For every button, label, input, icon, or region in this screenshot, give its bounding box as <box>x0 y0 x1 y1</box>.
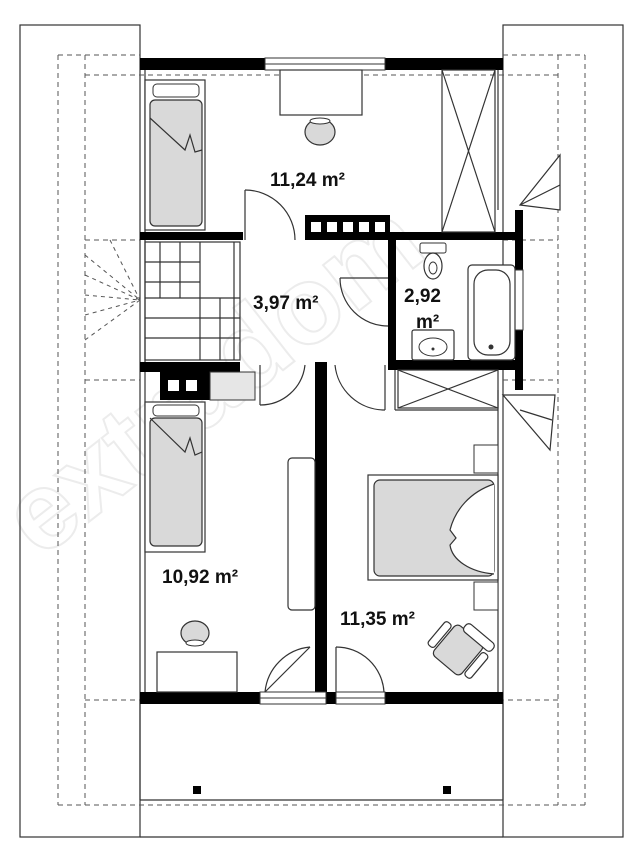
bed-bottom-left <box>144 401 206 553</box>
windows <box>259 57 524 705</box>
desk-bottom-left <box>156 620 238 693</box>
area-bedroom-top: 11,24 m² <box>270 170 345 191</box>
area-bathroom-unit: m² <box>416 312 439 333</box>
area-bedroom-left: 10,92 m² <box>162 567 238 588</box>
outer-frame <box>19 24 624 838</box>
ventilation-block-left <box>160 371 256 401</box>
toilet <box>419 242 447 280</box>
desk-top <box>279 69 363 146</box>
attic-stair-dashed <box>84 239 141 341</box>
door-swings <box>244 189 389 693</box>
area-bathroom-value: 2,92 <box>404 286 441 307</box>
area-hall: 3,97 m² <box>253 293 318 314</box>
wardrobe-top <box>441 69 496 233</box>
washbasin <box>411 329 455 361</box>
bed-top-left <box>144 79 206 231</box>
armchair <box>427 621 495 679</box>
wardrobe-bottom-left <box>287 457 316 611</box>
balcony-posts <box>193 786 451 794</box>
structural-walls <box>140 58 523 704</box>
bathtub <box>467 264 516 361</box>
staircase <box>144 241 241 361</box>
wardrobe-bottom <box>397 369 499 409</box>
chimney-right <box>501 153 561 452</box>
double-bed <box>367 444 499 611</box>
area-bedroom-right: 11,35 m² <box>340 609 415 630</box>
ventilation-block-top <box>305 215 390 240</box>
